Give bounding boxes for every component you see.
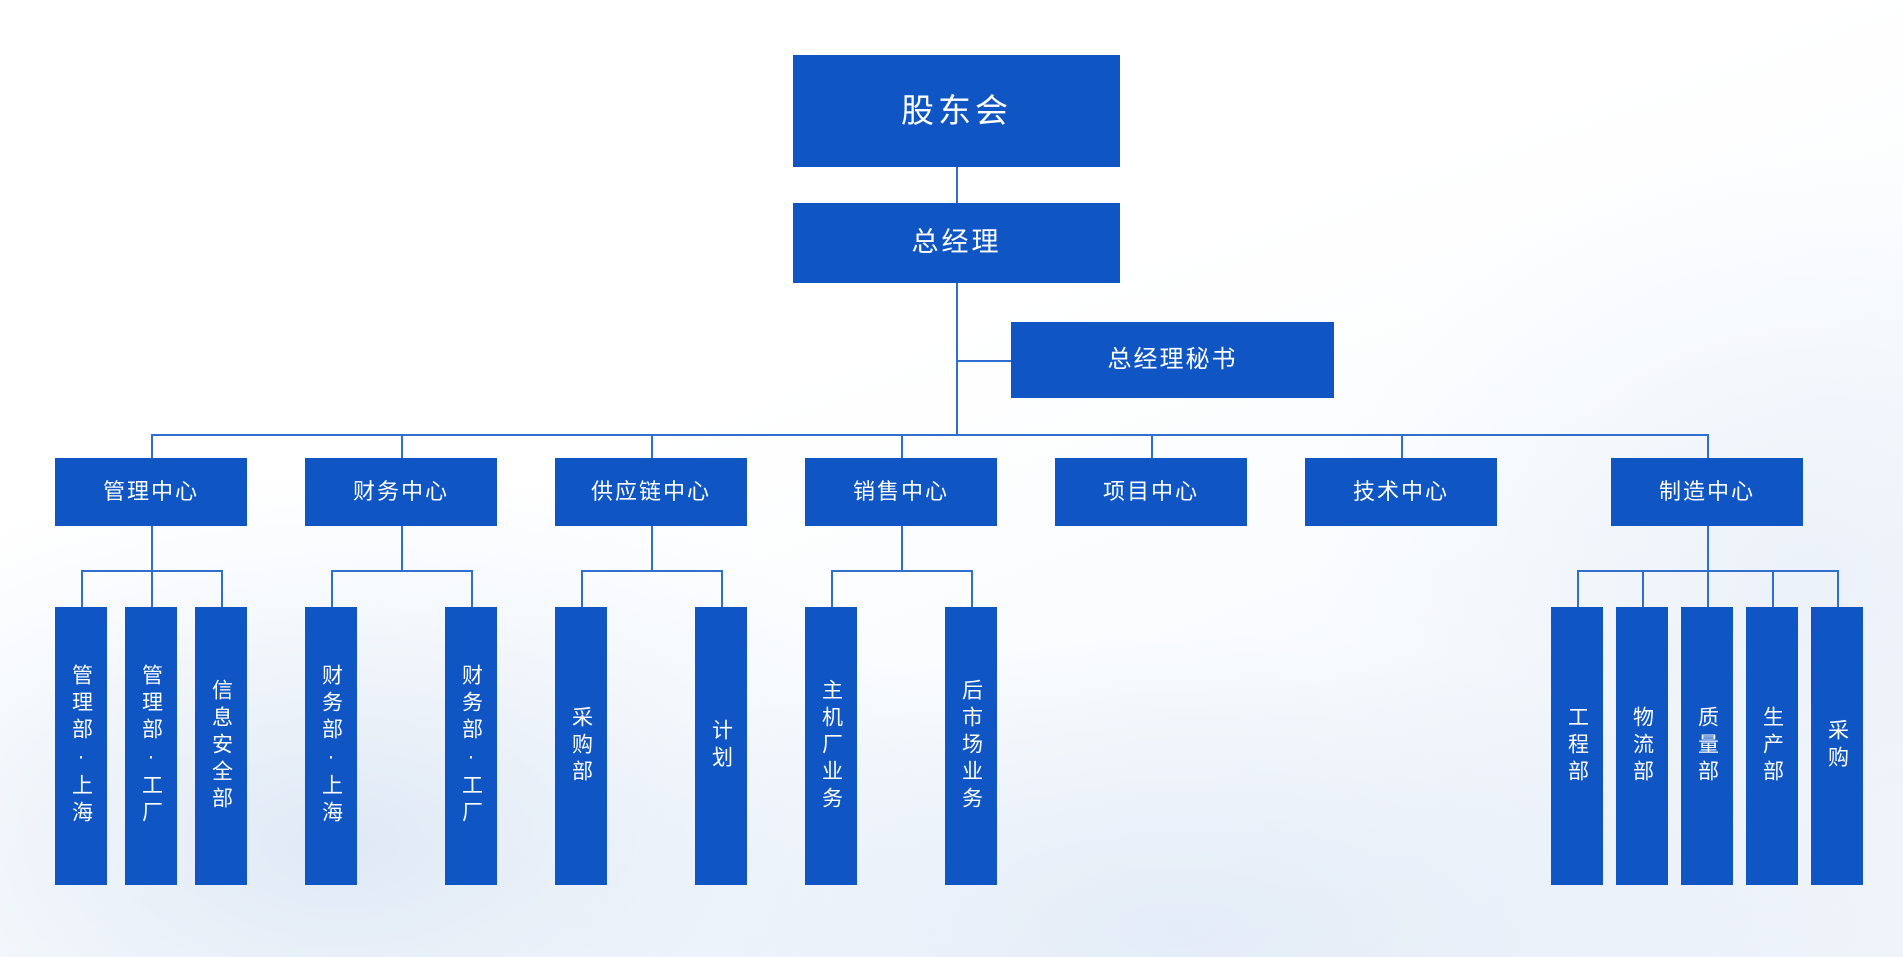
connector-bus-to-center-6 [1401,434,1403,458]
connector-finance-bus [331,570,472,572]
node-gm-secretary[interactable]: 总经理秘书 [1011,322,1334,398]
node-dept-logistics[interactable]: 物流部 [1616,607,1668,885]
connector-manufacturing-stub-1 [1577,570,1579,607]
node-dept-finance-factory[interactable]: 财务部·工厂 [445,607,497,885]
node-dept-engineering[interactable]: 工程部 [1551,607,1603,885]
connector-management-stub-1 [81,570,83,607]
node-dept-mfg-purchasing[interactable]: 采购 [1811,607,1863,885]
connector-sales-down [901,526,903,570]
connector-manufacturing-stub-3 [1707,570,1709,607]
connector-sales-stub-2 [971,570,973,607]
connector-finance-down [401,526,403,570]
connector-bus-to-center-1 [151,434,153,458]
node-dept-information-security[interactable]: 信息安全部 [195,607,247,885]
connector-manufacturing-down [1707,526,1709,570]
connector-management-stub-3 [221,570,223,607]
node-center-management[interactable]: 管理中心 [55,458,247,526]
node-general-manager[interactable]: 总经理 [793,203,1120,283]
connector-bus-to-center-2 [401,434,403,458]
connector-bus-to-center-4 [901,434,903,458]
connector-manufacturing-stub-5 [1837,570,1839,607]
node-dept-production[interactable]: 生产部 [1746,607,1798,885]
node-shareholders-meeting[interactable]: 股东会 [793,55,1120,167]
node-dept-management-shanghai[interactable]: 管理部·上海 [55,607,107,885]
node-dept-quality[interactable]: 质量部 [1681,607,1733,885]
node-dept-purchasing[interactable]: 采购部 [555,607,607,885]
node-center-sales[interactable]: 销售中心 [805,458,997,526]
node-dept-finance-shanghai[interactable]: 财务部·上海 [305,607,357,885]
connector-management-stub-2 [151,570,153,607]
connector-bus-to-center-7 [1707,434,1709,458]
connector-manufacturing-stub-2 [1642,570,1644,607]
connector-supplychain-down [651,526,653,570]
connector-bus-to-center-3 [651,434,653,458]
connector-gm-to-secretary [956,360,1011,362]
node-center-supplychain[interactable]: 供应链中心 [555,458,747,526]
connector-supplychain-stub-1 [581,570,583,607]
connector-finance-stub-2 [471,570,473,607]
connector-management-down [151,526,153,570]
connector-centers-bus [151,434,1708,436]
connector-bus-to-center-5 [1151,434,1153,458]
connector-sales-stub-1 [831,570,833,607]
connector-supplychain-bus [581,570,722,572]
node-center-finance[interactable]: 财务中心 [305,458,497,526]
connector-finance-stub-1 [331,570,333,607]
connector-sales-bus [831,570,972,572]
node-dept-planning[interactable]: 计划 [695,607,747,885]
node-center-project[interactable]: 项目中心 [1055,458,1247,526]
node-center-manufacturing[interactable]: 制造中心 [1611,458,1803,526]
node-center-technology[interactable]: 技术中心 [1305,458,1497,526]
connector-manufacturing-stub-4 [1772,570,1774,607]
node-dept-oem-business[interactable]: 主机厂业务 [805,607,857,885]
connector-gm-trunk [956,283,958,434]
connector-supplychain-stub-2 [721,570,723,607]
node-dept-management-factory[interactable]: 管理部·工厂 [125,607,177,885]
node-dept-aftermarket-business[interactable]: 后市场业务 [945,607,997,885]
connector-root-to-gm [956,167,958,203]
